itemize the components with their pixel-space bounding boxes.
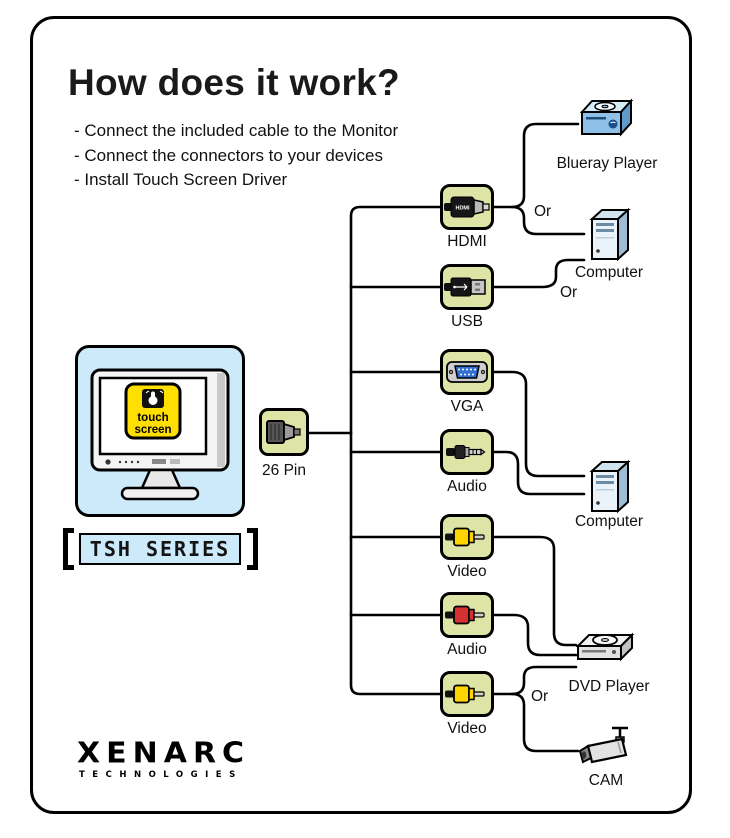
- or-label-hdmi: Or: [534, 203, 552, 220]
- touchscreen-monitor-icon: touch screen: [90, 368, 230, 501]
- touch-yellow-badge: [124, 382, 182, 440]
- dvd-player-label: DVD Player: [568, 678, 650, 695]
- rca-yellow-plug-icon: [445, 684, 485, 704]
- computer-label-2: Computer: [574, 513, 644, 530]
- audio-label-2: Audio: [447, 641, 487, 658]
- usb-plug-icon: [444, 277, 486, 297]
- 26pin-connector-box: [259, 408, 309, 456]
- monitor-stand-base: [120, 486, 200, 501]
- vga-label: VGA: [450, 398, 484, 415]
- video-rca-connector-box-1: [440, 514, 494, 560]
- touch-label-line2: screen: [134, 424, 171, 436]
- computer-icon-1: [584, 207, 634, 268]
- dvd-player-icon: [574, 628, 636, 675]
- blueray-player-icon: [578, 96, 635, 153]
- hdmi-connector-box: HDMI: [440, 184, 494, 230]
- video-rca-connector-box-2: [440, 671, 494, 717]
- touch-label-line1: touch: [137, 412, 168, 424]
- outer-border: [30, 16, 692, 814]
- audio-jack-connector-box: [440, 429, 494, 475]
- monitor-stand-neck: [140, 468, 182, 490]
- audio-rca-connector-box: [440, 592, 494, 638]
- instruction-item: - Install Touch Screen Driver: [74, 170, 288, 189]
- or-label-video: Or: [531, 688, 549, 705]
- computer-icon-2: [584, 459, 634, 520]
- instruction-item: - Connect the connectors to your devices: [74, 145, 383, 165]
- hdmi-icon-text: HDMI: [455, 206, 470, 212]
- or-label-usb: Or: [560, 284, 578, 301]
- monitor-panel: touch screen: [75, 345, 245, 517]
- 26pin-plug-icon: [266, 420, 301, 444]
- usb-connector-box: [440, 264, 494, 310]
- brand-tagline: TECHNOLOGIES: [79, 770, 243, 780]
- cam-icon: [578, 724, 634, 779]
- series-bracket-left: [63, 528, 74, 570]
- instruction-item: - Connect the included cable to the Moni…: [74, 121, 399, 140]
- hdmi-plug-icon: HDMI: [444, 196, 490, 218]
- video-label-1: Video: [447, 563, 487, 580]
- 26pin-label: 26 Pin: [262, 462, 306, 479]
- rca-red-plug-icon: [445, 605, 485, 625]
- vga-connector-box: [440, 349, 494, 395]
- series-label-box: TSH SERIES: [79, 533, 241, 565]
- hdmi-label: HDMI: [447, 233, 487, 250]
- instruction-list: - Connect the included cable to the Moni…: [74, 119, 398, 193]
- brand-logo: XENARC: [77, 736, 251, 771]
- video-label-2: Video: [447, 720, 487, 737]
- blueray-player-label: Blueray Player: [556, 155, 658, 172]
- audio-label: Audio: [447, 478, 487, 495]
- rca-yellow-plug-icon: [445, 527, 485, 547]
- page-title: How does it work?: [68, 62, 400, 103]
- series-bracket-right: [247, 528, 258, 570]
- vga-plug-icon: [446, 361, 488, 383]
- usb-label: USB: [451, 313, 483, 330]
- cam-label: CAM: [588, 772, 624, 789]
- audio-jack-plug-icon: [446, 445, 486, 459]
- computer-label-1: Computer: [574, 264, 644, 281]
